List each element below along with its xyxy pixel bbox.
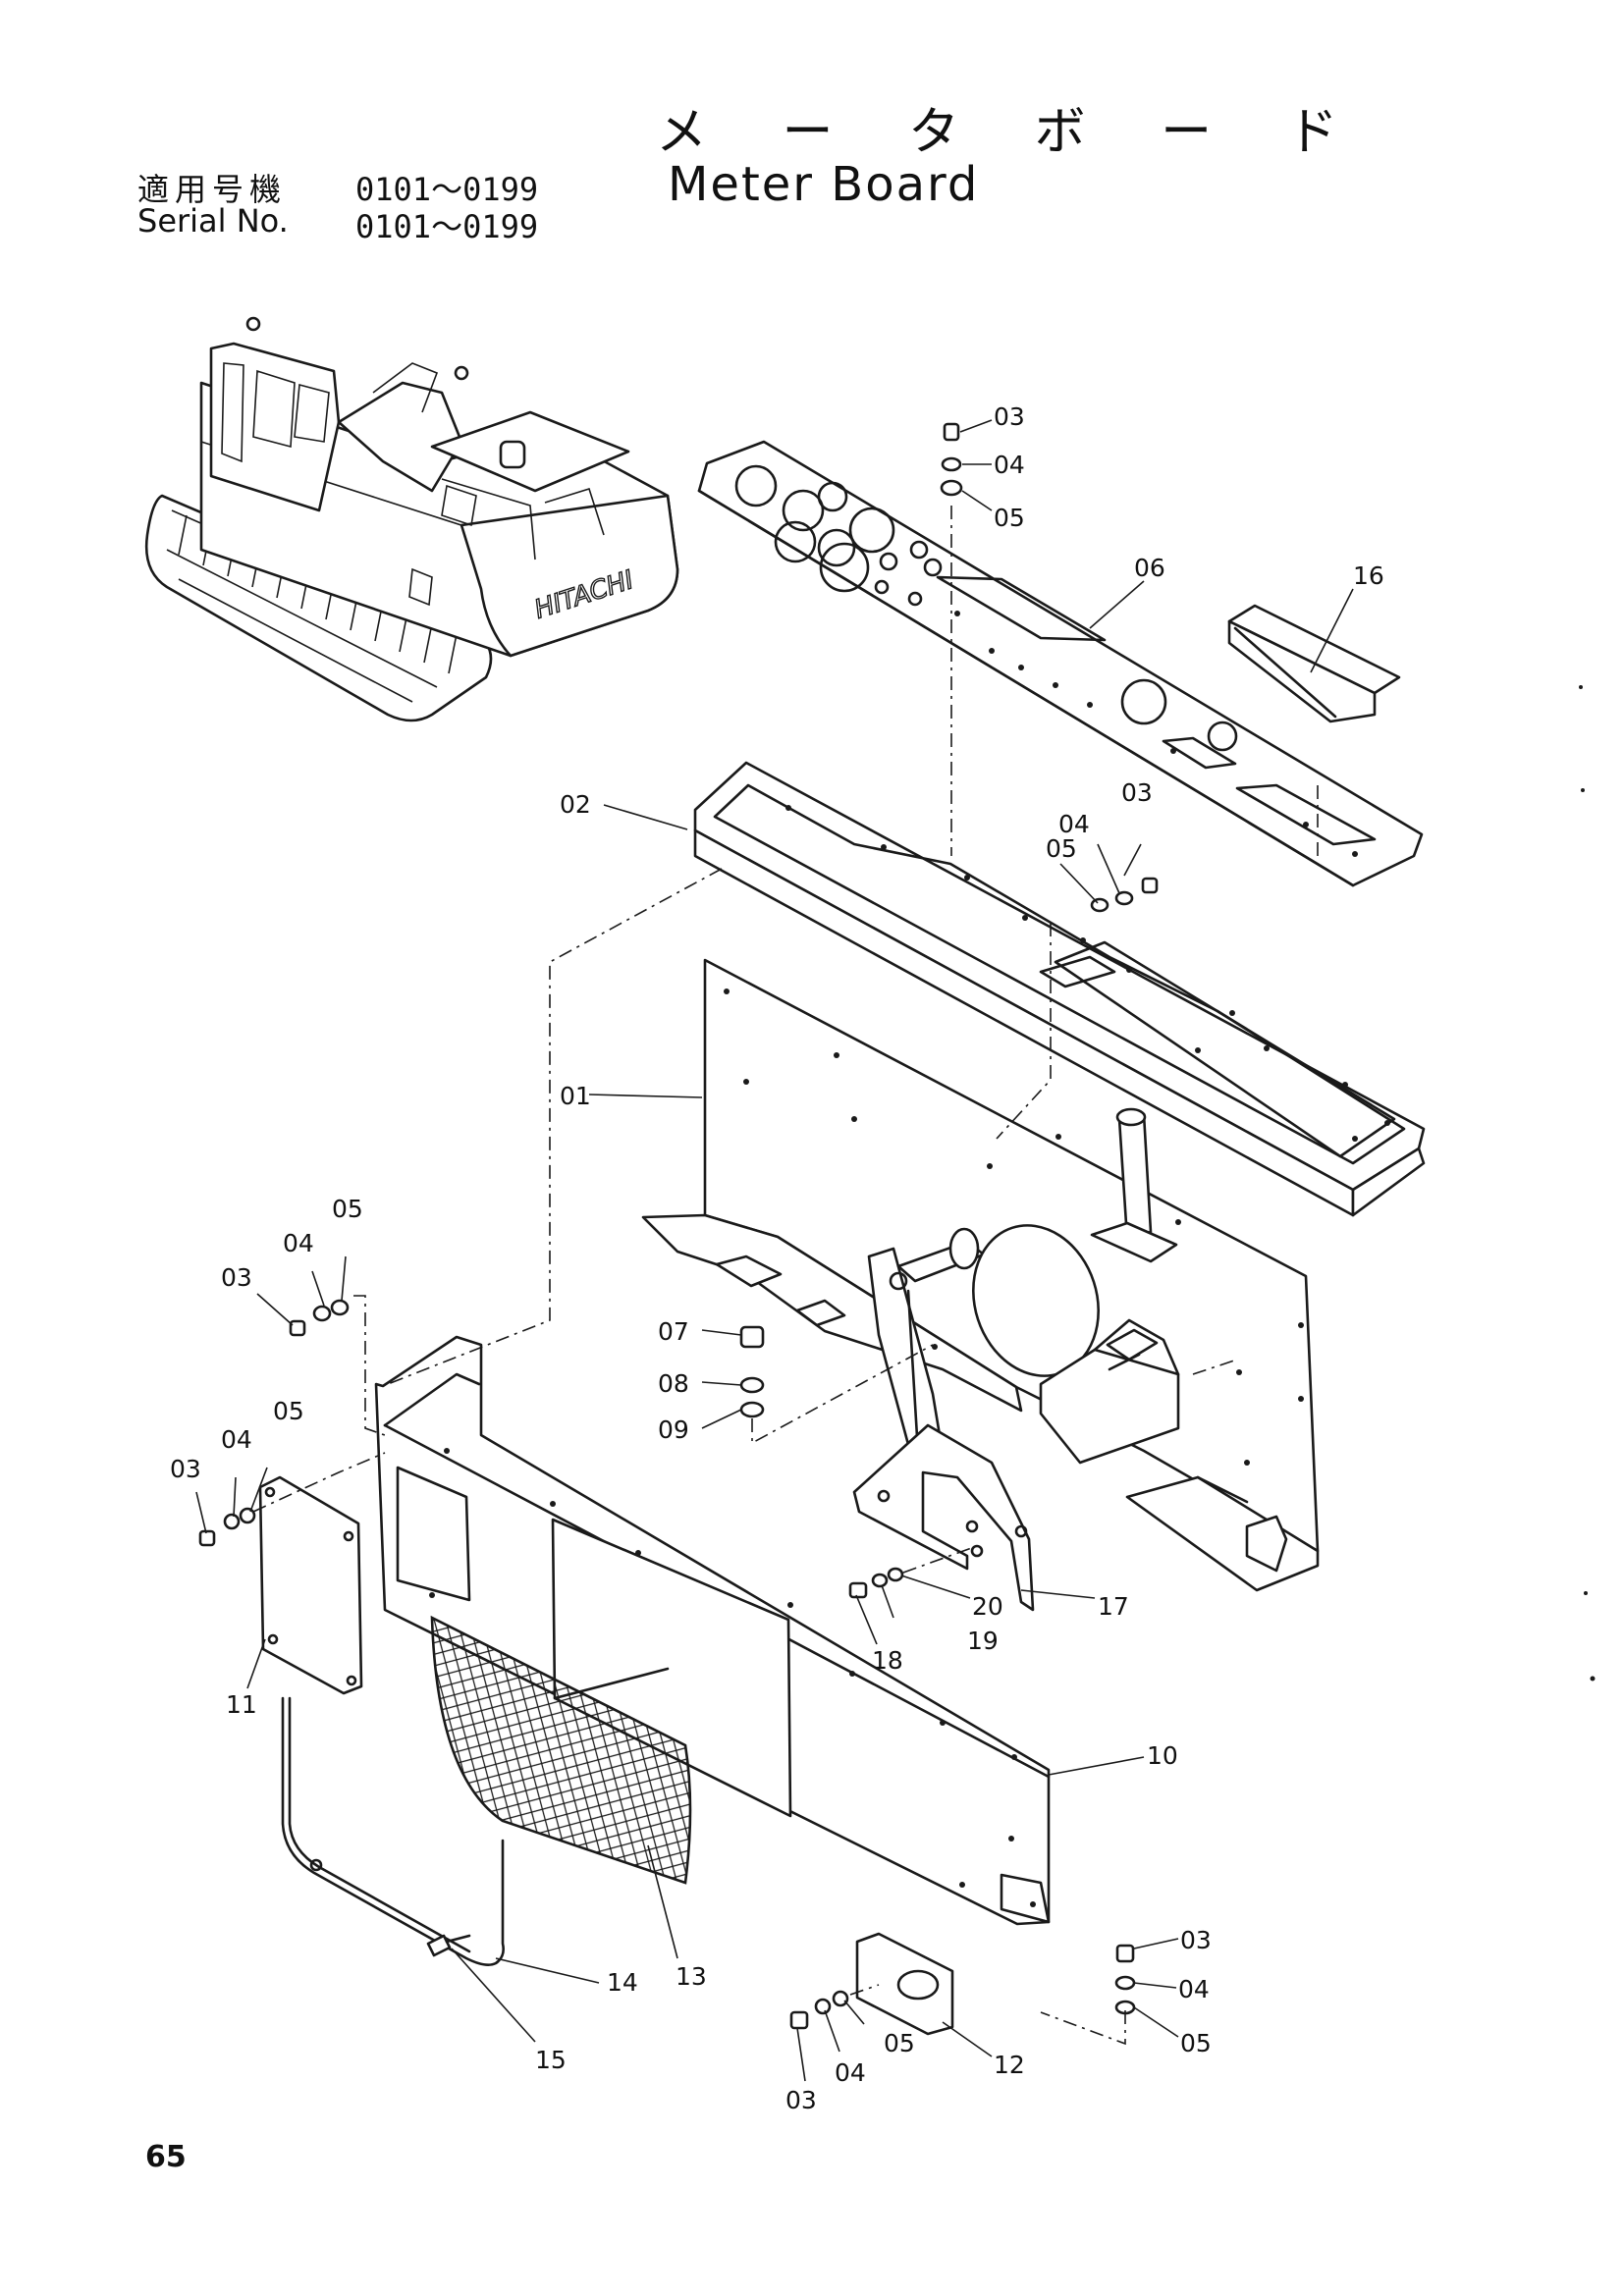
part-label-p03c: 03 <box>221 1263 252 1292</box>
serial-range-japanese: 0101～0199 <box>355 171 539 208</box>
part-label-p01: 01 <box>560 1082 591 1110</box>
part-label-p04a: 04 <box>994 451 1025 479</box>
part-label-p20: 20 <box>972 1592 1003 1621</box>
page-title-english: Meter Board <box>668 157 980 212</box>
part-16-tray <box>1227 604 1401 723</box>
part-label-p03a: 03 <box>994 402 1025 431</box>
part-14-rod <box>281 1696 505 1966</box>
part-label-p04d: 04 <box>221 1425 252 1454</box>
part-10-front-panel <box>374 1335 1051 1926</box>
hardware-fasteners <box>198 422 1159 2030</box>
part-label-p03f: 03 <box>785 2086 817 2114</box>
part-label-p16: 16 <box>1353 561 1384 590</box>
serial-label-english: Serial No. <box>137 202 289 240</box>
page-number: 65 <box>145 2140 187 2174</box>
serial-range-english: 0101～0199 <box>355 208 539 245</box>
part-label-p03b: 03 <box>1121 778 1153 807</box>
part-label-p05d: 05 <box>273 1397 304 1425</box>
part-02-meter-frame <box>693 761 1426 1217</box>
part-label-p05b: 05 <box>1046 834 1077 863</box>
part-label-p05e: 05 <box>1180 2029 1212 2057</box>
part-label-p05c: 05 <box>332 1195 363 1223</box>
assembly-lines <box>252 506 1319 2046</box>
part-label-p04e: 04 <box>1178 1975 1210 2003</box>
excavator-illustration: HITACHI <box>144 316 679 722</box>
part-01-main-panel <box>641 958 1320 1592</box>
page-title-japanese: メ ー タ ボ ー ド <box>656 103 1368 162</box>
part-label-p04f: 04 <box>835 2058 866 2087</box>
part-label-p10: 10 <box>1147 1741 1178 1770</box>
part-label-p04b: 04 <box>1058 810 1090 838</box>
part-label-p02: 02 <box>560 790 591 819</box>
part-label-p15: 15 <box>535 2046 567 2074</box>
part-label-p19: 19 <box>967 1627 999 1655</box>
part-label-p08: 08 <box>658 1369 689 1398</box>
part-label-p12: 12 <box>994 2051 1025 2079</box>
part-label-p11: 11 <box>226 1690 257 1719</box>
part-label-p17: 17 <box>1098 1592 1129 1621</box>
part-label-p06: 06 <box>1134 554 1165 582</box>
part-06-meter-panel-plate <box>697 440 1424 887</box>
part-13-net <box>430 1615 692 1885</box>
part-label-p13: 13 <box>676 1962 707 1991</box>
part-label-p18: 18 <box>872 1646 903 1675</box>
part-11-cover-plate <box>258 1475 363 1695</box>
part-label-p05f: 05 <box>884 2029 915 2057</box>
part-label-p03e: 03 <box>1180 1926 1212 1954</box>
part-label-p14: 14 <box>607 1968 638 1997</box>
part-label-p09: 09 <box>658 1415 689 1444</box>
part-label-p04c: 04 <box>283 1229 314 1257</box>
part-12-small-plate <box>855 1932 954 2036</box>
part-label-p03d: 03 <box>170 1455 201 1483</box>
serial-label-japanese: 適用号機 <box>137 171 288 208</box>
leader-lines <box>195 419 1354 2082</box>
part-label-p05a: 05 <box>994 504 1025 532</box>
part-label-p07: 07 <box>658 1317 689 1346</box>
